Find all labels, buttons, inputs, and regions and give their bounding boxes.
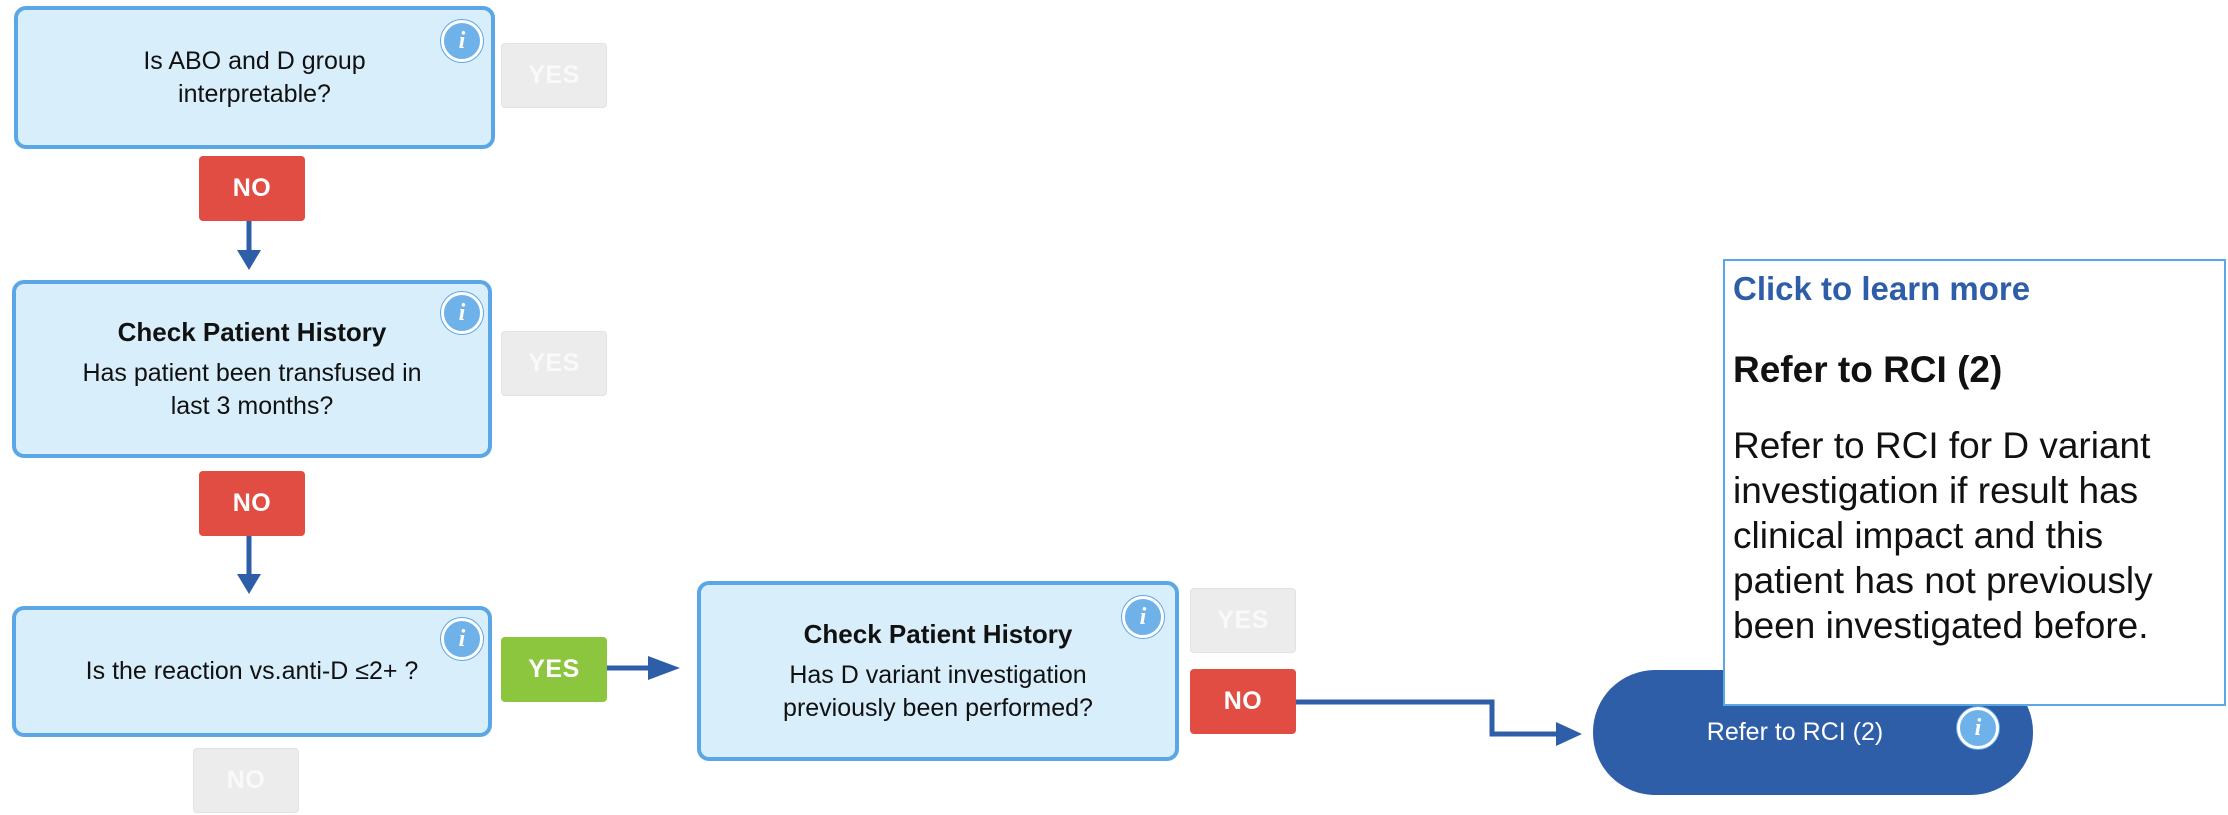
node-title: Check Patient History	[803, 618, 1073, 649]
info-icon[interactable]: i	[441, 292, 483, 334]
info-icon[interactable]: i	[1122, 596, 1164, 638]
node-question: Is the reaction vs.anti-D ≤2+ ?	[85, 657, 419, 685]
node-question: Has D variant investigation previously b…	[783, 660, 1093, 722]
yes-button[interactable]: YES	[501, 43, 607, 108]
no-button[interactable]: NO	[193, 748, 299, 813]
info-tooltip: Click to learn more Refer to RCI (2) Ref…	[1723, 259, 2226, 706]
yes-button[interactable]: YES	[1190, 588, 1296, 653]
yes-button[interactable]: YES	[501, 637, 607, 702]
tooltip-title: Refer to RCI (2)	[1733, 349, 2003, 390]
abo-interpretable-node: Is ABO and D group interpretable?	[14, 6, 495, 149]
node-question: Has patient been transfused in last 3 mo…	[82, 358, 422, 420]
yes-button[interactable]: YES	[501, 331, 607, 396]
node-title: Check Patient History	[117, 316, 387, 347]
terminal-label: Refer to RCI (2)	[1706, 718, 1884, 746]
check-history-transfused-node: Check Patient History Has patient been t…	[12, 280, 492, 458]
node-question: Is ABO and D group interpretable?	[143, 46, 366, 108]
reaction-anti-d-node: Is the reaction vs.anti-D ≤2+ ?	[12, 606, 492, 737]
no-button[interactable]: NO	[199, 156, 305, 221]
tooltip-body: Refer to RCI for D variant investigation…	[1733, 425, 2153, 646]
learn-more-link[interactable]: Click to learn more	[1733, 270, 2031, 307]
no-button[interactable]: NO	[199, 471, 305, 536]
no-button[interactable]: NO	[1190, 669, 1296, 734]
check-history-d-variant-node: Check Patient History Has D variant inve…	[697, 581, 1179, 761]
info-icon[interactable]: i	[1957, 707, 1999, 749]
info-icon[interactable]: i	[441, 20, 483, 62]
info-icon[interactable]: i	[441, 618, 483, 660]
